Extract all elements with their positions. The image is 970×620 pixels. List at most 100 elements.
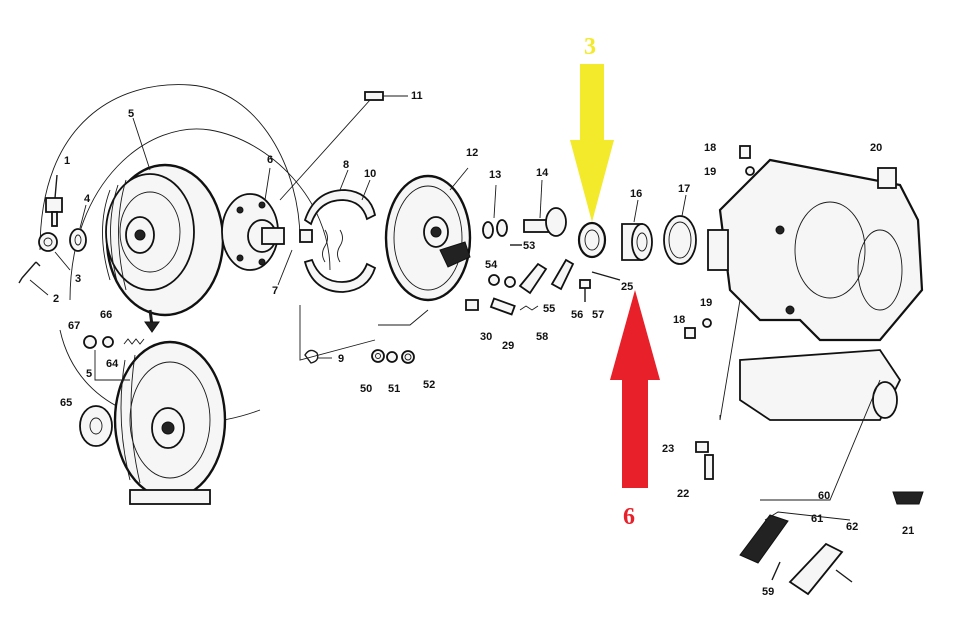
label-part-64: 64: [106, 358, 119, 370]
label-part-25: 25: [621, 281, 633, 293]
red-arrow: [610, 290, 660, 488]
bracket-part-9: [299, 305, 376, 361]
label-part-23: 23: [662, 443, 674, 455]
label-part-14: 14: [536, 167, 549, 179]
bolt-part-29: [489, 297, 516, 316]
spring-part-58: [519, 305, 539, 311]
label-part-29: 29: [502, 340, 514, 352]
label-part-6: 6: [267, 154, 273, 166]
label-part-19: 19: [704, 166, 716, 178]
label-part-8: 8: [343, 159, 349, 171]
yellow-callout-number: 3: [584, 34, 596, 60]
label-part-52: 52: [423, 379, 435, 391]
washer-part-55: [504, 276, 516, 288]
plug-part-18: [739, 145, 751, 159]
label-part-59: 59: [762, 586, 774, 598]
spring-part-64: [123, 338, 145, 345]
hub-flange-part-6: [221, 167, 285, 271]
bolt-part-18b: [684, 327, 696, 339]
footrest-part-61: [739, 511, 851, 596]
label-part-3: 3: [75, 273, 81, 285]
washer-part-52: [401, 350, 415, 364]
cam-shaft-part-14: [523, 179, 567, 237]
label-part-10: 10: [364, 168, 376, 180]
label-part-7: 7: [272, 285, 278, 297]
bolt-part-57: [579, 279, 591, 302]
nut-part-23: [695, 441, 709, 453]
label-part-30: 30: [480, 331, 492, 343]
label-part-53: 53: [523, 240, 535, 252]
label-part-58: 58: [536, 331, 548, 343]
label-part-1: 1: [64, 155, 70, 167]
label-part-16: 16: [630, 188, 642, 200]
label-part-55: 55: [543, 303, 555, 315]
label-part-13: 13: [489, 169, 501, 181]
nut-part-54: [488, 274, 500, 286]
yellow-arrow: [570, 64, 614, 222]
screw-part-59: [771, 561, 781, 581]
direction-arrow: [144, 309, 160, 333]
nut-part-50: [371, 349, 385, 363]
oil-seal-part-3: [577, 221, 607, 259]
label-part-57: 57: [592, 309, 604, 321]
washer-part-4: [69, 204, 87, 252]
o-rings-part-13: [482, 184, 508, 239]
bolt-part-62: [835, 569, 853, 583]
washer-part-19b: [702, 318, 712, 328]
leader-part-7: [277, 249, 293, 286]
cap-part-20: [877, 167, 897, 189]
bolt-part-22: [704, 454, 714, 480]
label-part-19b: 19: [700, 297, 712, 309]
lever-part-55: [518, 262, 548, 295]
rubber-part-21: [892, 491, 924, 505]
label-part-22: 22: [677, 488, 689, 500]
part-labels: 1 2 3 4 5 5 6 7 8 9 10 11 12 13 14 16 17…: [53, 90, 914, 598]
red-callout-number: 6: [623, 504, 635, 530]
washer-part-19: [745, 166, 755, 176]
label-part-12: 12: [466, 147, 478, 159]
brake-shoes-part-8: [299, 169, 377, 293]
label-part-4: 4: [84, 193, 91, 205]
nut-part-3: [38, 232, 71, 271]
label-part-5: 5: [128, 108, 134, 120]
bracket-part-60: [719, 299, 881, 501]
label-part-5b: 5: [86, 368, 92, 380]
pin-part-25: [591, 271, 621, 281]
bracket-part-50-52: [378, 309, 429, 326]
clip-part-9: [304, 349, 332, 364]
brake-drum-part-5: [102, 117, 225, 317]
lever-part-56: [550, 258, 575, 291]
bracket-part-5b: [94, 350, 130, 381]
label-part-65: 65: [60, 397, 72, 409]
label-part-51: 51: [388, 383, 400, 395]
washer-part-66: [102, 336, 114, 348]
label-part-66: 66: [100, 309, 112, 321]
label-part-54: 54: [485, 259, 498, 271]
nut-part-65: [79, 405, 113, 447]
label-part-17: 17: [678, 183, 690, 195]
washer-part-51: [386, 351, 398, 363]
nut-part-67: [83, 335, 97, 349]
label-part-60: 60: [818, 490, 830, 502]
hub-housing-part-5b: [113, 340, 227, 505]
nut-part-30: [465, 299, 479, 311]
bearing-part-16: [621, 199, 653, 261]
label-part-20: 20: [870, 142, 882, 154]
label-part-18: 18: [704, 142, 716, 154]
pin-part-2: [18, 261, 49, 296]
label-part-11: 11: [411, 90, 423, 102]
label-part-67: 67: [68, 320, 80, 332]
label-part-2: 2: [53, 293, 59, 305]
label-part-50: 50: [360, 383, 372, 395]
engine-crankcase: [707, 158, 924, 421]
label-part-18b: 18: [673, 314, 685, 326]
label-part-62: 62: [846, 521, 858, 533]
label-part-21: 21: [902, 525, 914, 537]
label-part-61: 61: [811, 513, 823, 525]
gasket-part-17: [663, 194, 697, 265]
label-part-56: 56: [571, 309, 583, 321]
screw-part-11: [279, 91, 408, 201]
label-part-9: 9: [338, 353, 344, 365]
bolt-part-1: [45, 174, 63, 227]
